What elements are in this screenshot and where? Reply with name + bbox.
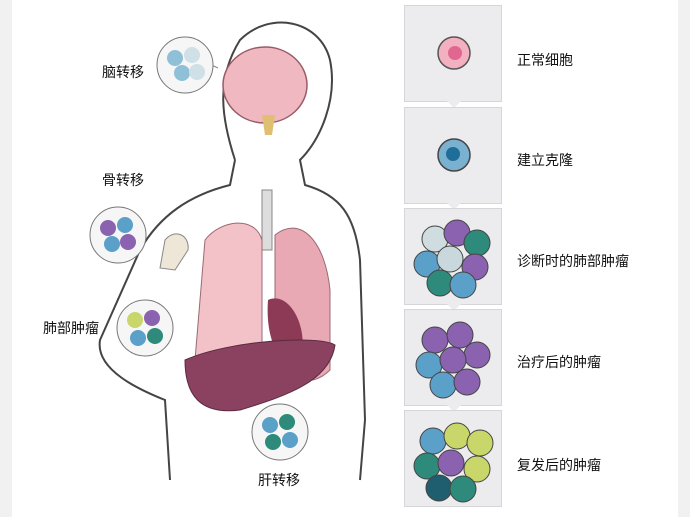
stage-box-diagnosis — [404, 208, 502, 311]
stage-label-normal: 正常细胞 — [517, 53, 573, 69]
label-bone-metastasis: 骨转移 — [102, 173, 144, 189]
liver-cell-cluster — [251, 403, 309, 461]
stage-box-normal — [404, 5, 502, 108]
trachea — [261, 189, 273, 251]
treated-tumor-cells — [415, 321, 491, 399]
lung-cell-cluster — [116, 299, 174, 357]
relapse-tumor-cells — [413, 422, 494, 503]
stage-label-relapse: 复发后的肿瘤 — [517, 458, 601, 474]
label-lung-tumor: 肺部肿瘤 — [43, 321, 99, 337]
stage-box-relapse — [404, 410, 502, 507]
brain — [222, 46, 308, 124]
brain-cell-cluster — [156, 36, 214, 94]
right-margin — [678, 0, 690, 517]
diagnosis-tumor-cells — [413, 219, 491, 299]
left-margin — [0, 0, 12, 517]
label-liver-metastasis: 肝转移 — [258, 473, 300, 489]
femur-bone — [159, 233, 189, 271]
stage-box-after-treatment — [404, 309, 502, 412]
stage-label-clone: 建立克隆 — [517, 153, 573, 169]
stage-label-diagnosis: 诊断时的肺部肿瘤 — [517, 254, 629, 270]
brain-stem — [262, 115, 275, 135]
label-brain-metastasis: 脑转移 — [102, 65, 144, 81]
liver — [184, 339, 336, 412]
stage-label-after-treatment: 治疗后的肿瘤 — [517, 355, 601, 371]
body-illustration — [89, 21, 366, 481]
stage-box-clone — [404, 107, 502, 210]
bone-cell-cluster — [89, 206, 147, 264]
